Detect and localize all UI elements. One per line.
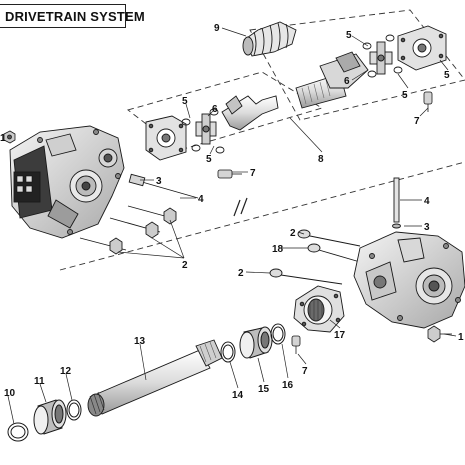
ring-10	[7, 422, 29, 442]
callout-11: 11	[34, 376, 45, 387]
front-driveshaft-group	[127, 71, 324, 151]
boot-9	[242, 21, 297, 57]
long-bolts-front	[79, 173, 199, 255]
leader-lines	[7, 27, 457, 425]
callout-13: 13	[134, 336, 146, 347]
fastener-right-1	[427, 325, 452, 343]
ring-12	[66, 399, 82, 421]
front-gearcase	[9, 125, 125, 239]
rings-bearings	[7, 323, 286, 442]
pinion-flange-17	[293, 285, 345, 333]
front-flange	[145, 115, 187, 161]
callout-1: 1	[0, 133, 6, 144]
callout-15: 15	[258, 384, 270, 395]
prop-shaft-13	[87, 339, 223, 417]
callout-7: 7	[250, 168, 256, 179]
callout-7: 7	[414, 116, 420, 127]
callout-8: 8	[318, 154, 324, 165]
rear-splined-shaft	[295, 51, 369, 109]
callout-17: 17	[334, 330, 346, 341]
callout-5: 5	[346, 30, 352, 41]
callout-6: 6	[212, 104, 218, 115]
callout-5: 5	[402, 90, 408, 101]
callout-5: 5	[444, 70, 450, 81]
callout-3: 3	[424, 222, 430, 233]
front-u-joint	[181, 108, 225, 154]
bearing-15	[239, 326, 273, 359]
dashed-group-outlines	[59, 9, 465, 271]
callout-1: 1	[458, 332, 464, 343]
rear-bolt-7	[423, 91, 433, 112]
bolts-2-18	[269, 229, 361, 285]
callout-3: 3	[156, 176, 162, 187]
front-bolt-7	[217, 169, 242, 179]
ring-14	[220, 341, 236, 363]
fastener-left-1	[3, 130, 16, 144]
callout-2: 2	[290, 228, 296, 239]
long-bolt-4-right	[392, 177, 401, 229]
callout-4: 4	[198, 194, 204, 205]
rear-flange	[397, 25, 447, 71]
ring-16	[270, 323, 286, 345]
rear-driveshaft-group	[249, 9, 465, 121]
callout-12: 12	[60, 366, 72, 377]
callout-5: 5	[206, 154, 212, 165]
rear-gearcase	[353, 231, 465, 329]
callout-18: 18	[272, 244, 284, 255]
callout-2: 2	[238, 268, 244, 279]
callout-10: 10	[4, 388, 16, 399]
callout-9: 9	[214, 23, 220, 34]
diagram-title: DRIVETRAIN SYSTEM	[5, 9, 145, 24]
callout-2: 2	[182, 260, 188, 271]
callouts: 9 5 6 5 5 7 5 6 5 8 7 3 4 2 4 3 2 18 2 1…	[0, 23, 464, 401]
callout-14: 14	[232, 390, 244, 401]
rear-u-joint	[362, 34, 403, 78]
break-symbol	[233, 197, 248, 217]
front-yoke-shaft	[221, 95, 279, 131]
callout-7: 7	[302, 366, 308, 377]
callout-5: 5	[182, 96, 188, 107]
bearing-11	[33, 399, 67, 435]
bolt-16-7	[291, 335, 301, 354]
callout-16: 16	[282, 380, 294, 391]
callout-6: 6	[344, 76, 350, 87]
title-box: DRIVETRAIN SYSTEM	[0, 4, 145, 28]
callout-4: 4	[424, 196, 430, 207]
